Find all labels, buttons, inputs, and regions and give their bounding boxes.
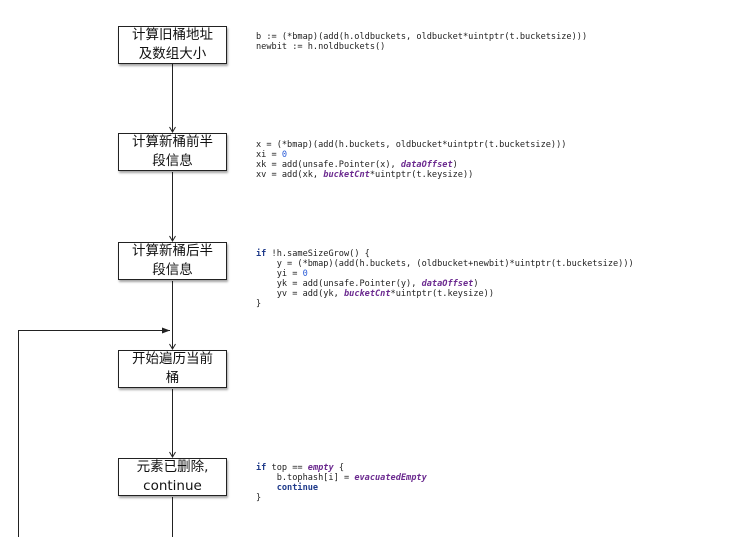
code-token-const: dataOffset xyxy=(421,279,474,289)
code-token: xi = xyxy=(256,150,282,160)
code-token: *uintptr(t.keysize)) xyxy=(390,289,495,299)
code-line: xk = add(unsafe.Pointer(x), dataOffset) xyxy=(256,160,566,170)
code-token: ) xyxy=(473,279,479,289)
code-line: b.tophash[i] = evacuatedEmpty xyxy=(256,473,427,483)
step-box-new-bucket-first-half: 计算新桶前半 段信息 xyxy=(118,133,227,171)
step-label-line: 桶 xyxy=(165,370,180,386)
code-line: yi = 0 xyxy=(256,269,634,279)
code-token-const: dataOffset xyxy=(400,160,453,170)
step-label-line: 段信息 xyxy=(152,153,193,169)
code-token: b.tophash[i] = xyxy=(256,473,355,483)
code-token-kw: if xyxy=(256,463,267,473)
code-block-new-bucket-second-half: if !h.sameSizeGrow() { y = (*bmap)(add(h… xyxy=(256,249,634,309)
code-block-old-bucket: b := (*bmap)(add(h.oldbuckets, oldbucket… xyxy=(256,32,587,52)
code-token: } xyxy=(256,299,262,309)
code-line: } xyxy=(256,493,427,503)
code-line: if top == empty { xyxy=(256,463,427,473)
code-token: y = (*bmap)(add(h.buckets, (oldbucket+ne… xyxy=(256,259,634,269)
code-token: ) xyxy=(452,160,458,170)
code-token: yi = xyxy=(256,269,303,279)
code-token: top == xyxy=(266,463,308,473)
code-line: b := (*bmap)(add(h.oldbuckets, oldbucket… xyxy=(256,32,587,42)
code-token-const: empty xyxy=(307,463,334,473)
code-token-const: evacuatedEmpty xyxy=(354,473,427,483)
code-token: !h.sameSizeGrow() { xyxy=(266,249,370,259)
code-token: xk = add(unsafe.Pointer(x), xyxy=(256,160,401,170)
code-token xyxy=(256,483,277,493)
code-line: x = (*bmap)(add(h.buckets, oldbucket*uin… xyxy=(256,140,566,150)
code-token: yk = add(unsafe.Pointer(y), xyxy=(256,279,422,289)
code-token-num: 0 xyxy=(281,150,288,160)
code-block-new-bucket-first-half: x = (*bmap)(add(h.buckets, oldbucket*uin… xyxy=(256,140,566,180)
code-line: newbit := h.noldbuckets() xyxy=(256,42,587,52)
code-token: xv = add(xk, xyxy=(256,170,324,180)
code-token: x = (*bmap)(add(h.buckets, oldbucket*uin… xyxy=(256,140,567,150)
code-line: } xyxy=(256,299,634,309)
code-line: continue xyxy=(256,483,427,493)
code-line: xi = 0 xyxy=(256,150,566,160)
code-token: *uintptr(t.keysize)) xyxy=(369,170,474,180)
code-token-kw: if xyxy=(256,249,267,259)
step-label-line: continue xyxy=(143,478,202,494)
code-token: } xyxy=(256,493,262,503)
step-label-line: 段信息 xyxy=(152,262,193,278)
code-token: newbit := h.noldbuckets() xyxy=(256,42,386,52)
code-token: yv = add(yk, xyxy=(256,289,344,299)
step-label-line: 及数组大小 xyxy=(138,46,207,62)
step-label-line: 计算旧桶地址 xyxy=(132,27,213,43)
code-line: y = (*bmap)(add(h.buckets, (oldbucket+ne… xyxy=(256,259,634,269)
step-label-line: 元素已删除, xyxy=(136,459,209,475)
code-token-const: bucketCnt xyxy=(343,289,391,299)
step-box-new-bucket-second-half: 计算新桶后半 段信息 xyxy=(118,242,227,280)
code-line: xv = add(xk, bucketCnt*uintptr(t.keysize… xyxy=(256,170,566,180)
step-label-line: 开始遍历当前 xyxy=(132,351,213,367)
code-line: yv = add(yk, bucketCnt*uintptr(t.keysize… xyxy=(256,289,634,299)
code-block-element-deleted: if top == empty { b.tophash[i] = evacuat… xyxy=(256,463,427,503)
step-box-element-deleted: 元素已删除, continue xyxy=(118,458,227,496)
code-token-const: bucketCnt xyxy=(323,170,370,180)
code-line: if !h.sameSizeGrow() { xyxy=(256,249,634,259)
step-box-calc-old-bucket: 计算旧桶地址 及数组大小 xyxy=(118,26,227,64)
code-token: b := (*bmap)(add(h.oldbuckets, oldbucket… xyxy=(256,32,588,42)
step-label-line: 计算新桶前半 xyxy=(132,134,213,150)
step-label-line: 计算新桶后半 xyxy=(132,243,213,259)
code-token-kw: continue xyxy=(276,483,319,493)
code-token: { xyxy=(333,463,344,473)
code-line: yk = add(unsafe.Pointer(y), dataOffset) xyxy=(256,279,634,289)
code-token-num: 0 xyxy=(302,269,308,279)
step-box-iterate-bucket: 开始遍历当前 桶 xyxy=(118,350,227,388)
loop-back-connector xyxy=(18,327,170,537)
